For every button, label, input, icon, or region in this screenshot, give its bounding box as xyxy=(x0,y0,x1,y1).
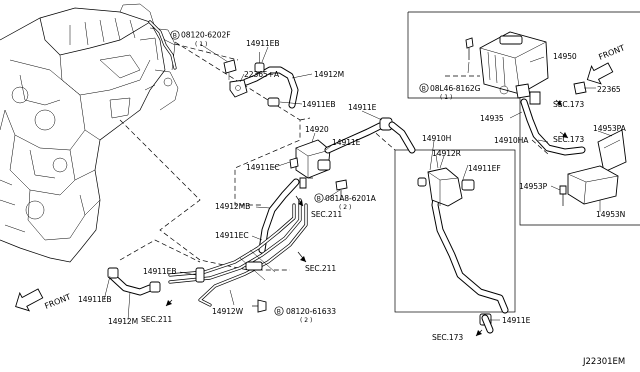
bolt-part-top xyxy=(223,59,237,80)
label-14911e: 14911E xyxy=(502,316,531,325)
label-14910h: 14910H xyxy=(422,134,451,143)
detail-box-14910h xyxy=(394,149,516,314)
label-bolt-08120-61633: 08120-61633 xyxy=(286,307,336,316)
bracket-14953n xyxy=(567,165,619,205)
leader-lines xyxy=(103,43,613,321)
part-labels: 08120-6202F ( 1 ) 14911EB 22365+A 14912M… xyxy=(78,31,627,368)
front-label-right: FRONT xyxy=(597,43,626,62)
clip-14911eb-low xyxy=(149,281,161,293)
label-bolt-081a8-6201a: 081A8-6201A xyxy=(325,194,377,203)
label-14910ha: 14910HA xyxy=(494,136,529,145)
label-bolt-08l46-8162g: 08L46-8162G xyxy=(430,84,481,93)
label-14911ec: 14911EC xyxy=(246,163,280,172)
label-14911e: 14911E xyxy=(348,103,377,112)
label-qty: ( 1 ) xyxy=(195,41,207,48)
bolt-marker-icon: B xyxy=(173,32,177,39)
hose-14912mb xyxy=(258,178,300,254)
clamp-14911e-low xyxy=(479,313,494,334)
label-14912w: 14912W xyxy=(212,307,244,316)
front-label-left: FRONT xyxy=(43,292,72,311)
label-14911eb: 14911EB xyxy=(143,267,176,276)
label-14911eb: 14911EB xyxy=(246,39,279,48)
bracket-14953pa xyxy=(597,129,627,173)
label-sec-211: SEC.211 xyxy=(141,315,172,324)
reference-lines xyxy=(119,41,549,271)
clip-14911eb-mid xyxy=(267,97,280,107)
bolt-08l46 xyxy=(465,37,474,60)
pipe-assembly-14912w xyxy=(168,198,308,307)
purge-valve-14920 xyxy=(289,139,331,189)
bolt-marker-icons: B B B B xyxy=(170,30,429,316)
label-14912m: 14912M xyxy=(314,70,344,79)
label-qty: ( 1 ) xyxy=(440,94,452,101)
sec-arrows xyxy=(165,99,569,337)
hose-14911e-right xyxy=(388,121,416,154)
label-sec-211: SEC.211 xyxy=(311,210,342,219)
clip-14911eb-top xyxy=(254,52,265,73)
label-14912mb: 14912MB xyxy=(215,202,250,211)
label-14953n: 14953N xyxy=(596,210,625,219)
canister-14950 xyxy=(479,31,549,105)
hose-14912m-left xyxy=(108,272,154,296)
bolt-marker-icon: B xyxy=(277,308,281,315)
label-22365: 22365 xyxy=(597,85,621,94)
bolt-marker-icon: B xyxy=(317,195,321,202)
label-qty: ( 2 ) xyxy=(339,204,351,211)
label-14950: 14950 xyxy=(553,52,577,61)
sensor-22365 xyxy=(573,81,587,95)
hose-14910ha xyxy=(520,98,586,156)
front-arrow-right: FRONT xyxy=(586,43,626,85)
tube-top-left xyxy=(148,20,177,70)
label-qty: ( 2 ) xyxy=(300,317,312,324)
bolt-081a8 xyxy=(335,179,348,200)
label-14920: 14920 xyxy=(305,125,329,134)
label-bolt-08120-6202f: 08120-6202F xyxy=(181,31,231,40)
label-14911eb: 14911EB xyxy=(78,295,111,304)
front-arrow-left: FRONT xyxy=(15,288,72,312)
label-sec-173: SEC.173 xyxy=(553,135,584,144)
label-14912r: 14912R xyxy=(432,149,462,158)
label-sec-211: SEC.211 xyxy=(305,264,336,273)
bolt-marker-icon: B xyxy=(422,85,426,92)
clip-14911eb-left xyxy=(107,267,119,279)
label-sec-173: SEC.173 xyxy=(553,100,584,109)
label-14912m: 14912M xyxy=(108,317,138,326)
label-14911e: 14911E xyxy=(332,138,361,147)
diagram-code: J22301EM xyxy=(582,357,625,367)
label-14953p: 14953P xyxy=(519,182,548,191)
label-22365a: 22365+A xyxy=(244,70,280,79)
label-14935: 14935 xyxy=(480,114,504,123)
bolt-14953p xyxy=(559,185,567,206)
label-14911ef: 14911EF xyxy=(468,164,501,173)
label-14911ec: 14911EC xyxy=(215,231,249,240)
label-14911eb: 14911EB xyxy=(302,100,335,109)
label-14953pa: 14953PA xyxy=(593,124,627,133)
sensor-22365a xyxy=(229,79,248,98)
hose-14912m-top xyxy=(242,66,299,109)
bolt-08120-61633 xyxy=(252,299,267,313)
engine-block xyxy=(0,3,179,263)
label-sec-173: SEC.173 xyxy=(432,333,463,342)
